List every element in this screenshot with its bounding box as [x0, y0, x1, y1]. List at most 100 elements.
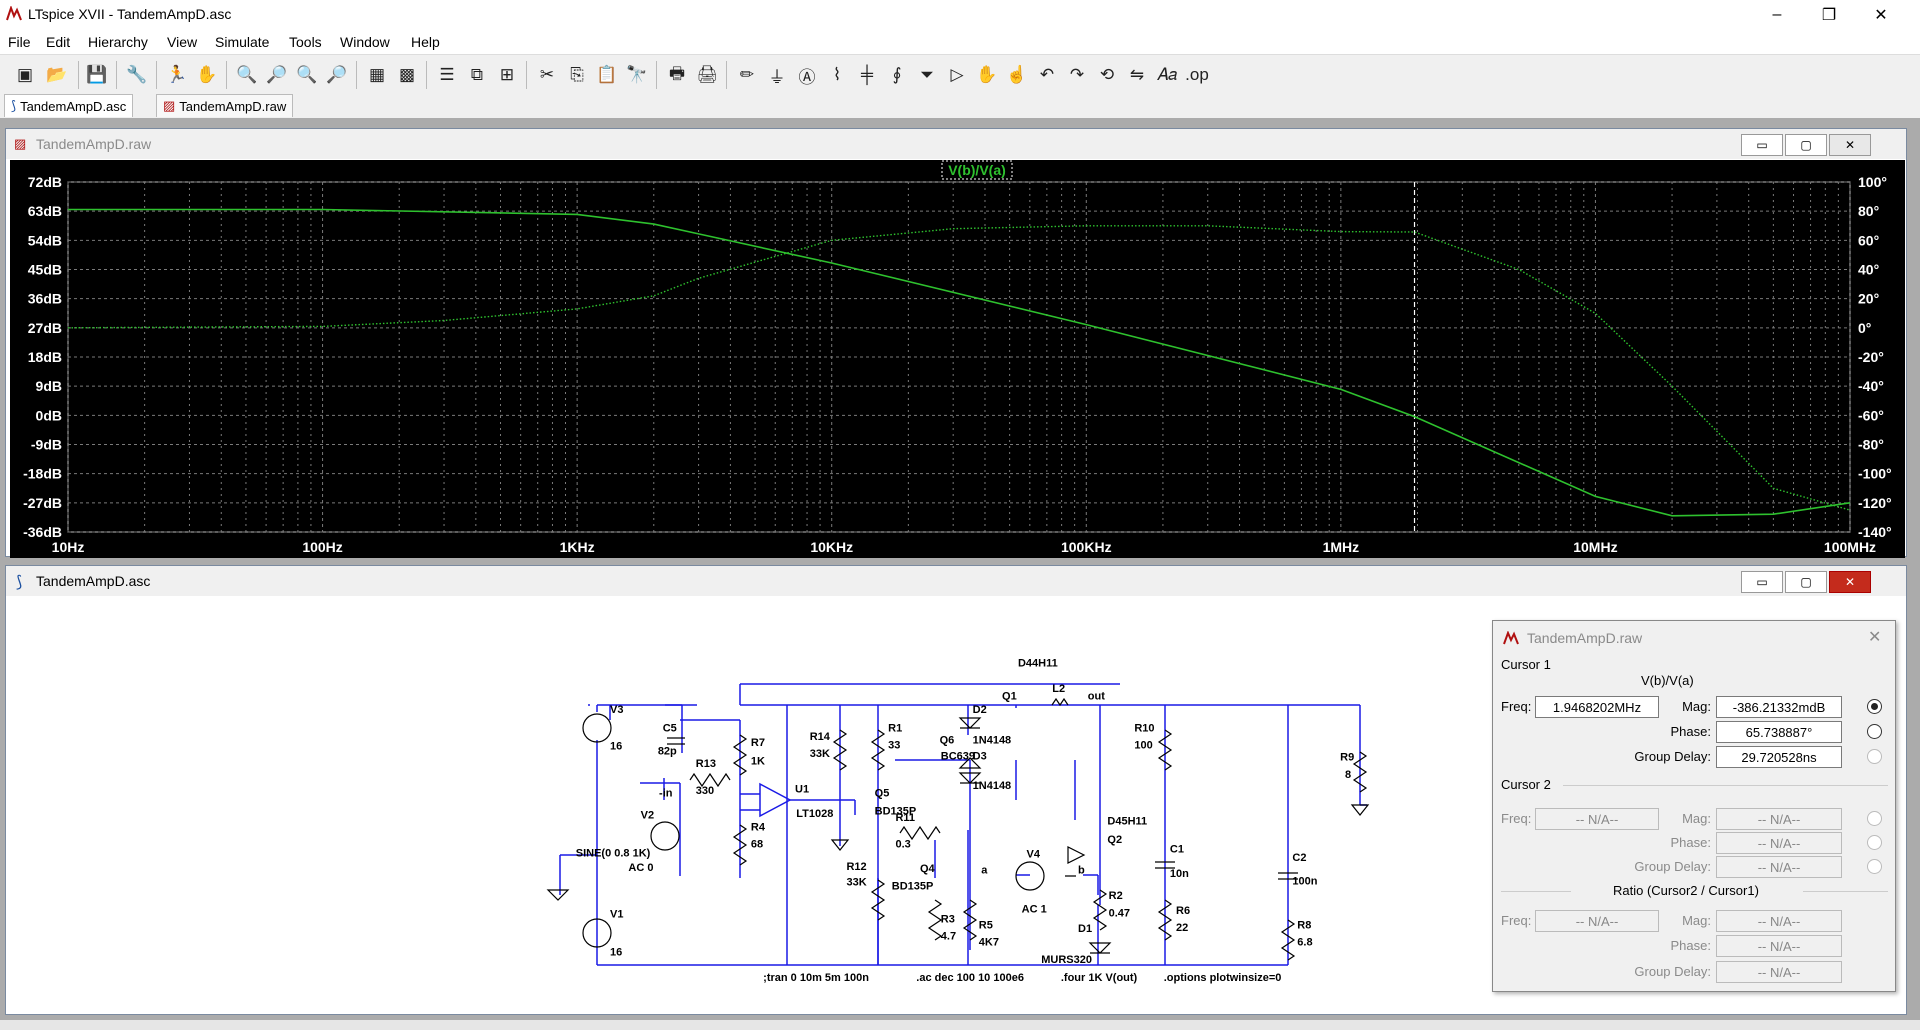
component-label[interactable]: 8 — [1345, 769, 1351, 781]
ratio-phase-field[interactable]: -- N/A-- — [1716, 935, 1842, 957]
component-label[interactable]: 68 — [751, 839, 763, 851]
menu-simulate[interactable]: Simulate — [215, 34, 270, 50]
component-label[interactable]: R1 — [888, 722, 902, 734]
cut-icon[interactable]: ✂ — [539, 65, 555, 84]
cursor1-mag-field[interactable]: -386.21332mdB — [1716, 696, 1842, 718]
component-label[interactable]: AC 1 — [1022, 904, 1047, 916]
component-label[interactable]: 0.47 — [1109, 907, 1130, 919]
inductor-icon[interactable]: ∮ — [892, 65, 902, 84]
menu-help[interactable]: Help — [411, 34, 440, 50]
component-label[interactable]: out — [1088, 690, 1105, 702]
tab-waveform[interactable]: ▨ TandemAmpD.raw — [156, 94, 294, 117]
component-label[interactable]: b — [1078, 864, 1085, 876]
component-label[interactable]: L2 — [1052, 683, 1065, 695]
capacitor-icon[interactable]: ╪ — [860, 65, 874, 84]
ratio-gd-field[interactable]: -- N/A-- — [1716, 961, 1842, 983]
text-icon[interactable]: 𝐴𝑎 — [1156, 65, 1178, 84]
menu-file[interactable]: File — [8, 34, 31, 50]
component-label[interactable]: BD135P — [892, 880, 934, 892]
component-label[interactable]: 1N4148 — [973, 735, 1012, 747]
component-label[interactable]: 16 — [610, 947, 622, 959]
menu-view[interactable]: View — [167, 34, 198, 50]
diode-icon[interactable]: ⏷ — [920, 65, 934, 84]
component-label[interactable]: D45H11 — [1107, 815, 1147, 827]
component-label[interactable]: a — [981, 864, 988, 876]
component-label[interactable]: 100 — [1134, 739, 1152, 751]
copy-icon[interactable]: ⎘ — [570, 65, 584, 84]
drag-icon[interactable]: ☝ — [1006, 65, 1028, 84]
move-icon[interactable]: ✋ — [976, 65, 998, 84]
component-label[interactable]: 33K — [810, 748, 830, 760]
component-label[interactable]: Q5 — [875, 787, 890, 799]
component-label[interactable]: D3 — [973, 751, 987, 763]
menu-window[interactable]: Window — [340, 34, 390, 50]
component-label[interactable]: D1 — [1078, 923, 1092, 935]
component-label[interactable]: Q6 — [940, 735, 955, 747]
component-label[interactable]: R3 — [941, 913, 955, 925]
cursor1-gd-radio[interactable] — [1867, 749, 1882, 764]
zoom-in-icon[interactable]: 🔍 — [236, 65, 258, 84]
component-label[interactable]: 10n — [1170, 868, 1189, 880]
cursor2-gd-field[interactable]: -- N/A-- — [1716, 856, 1842, 878]
cursor-dialog-close-button[interactable]: ✕ — [1868, 629, 1882, 646]
grid-icon[interactable]: ▩ — [398, 65, 416, 84]
autorange-icon[interactable]: ▦ — [368, 65, 386, 84]
cursor2-mag-field[interactable]: -- N/A-- — [1716, 808, 1842, 830]
minimize-button[interactable]: – — [1772, 6, 1782, 23]
component-label[interactable]: 1N4148 — [973, 780, 1012, 792]
cascade-icon[interactable]: ⧉ — [470, 65, 484, 84]
redo-icon[interactable]: ↷ — [1069, 65, 1085, 84]
component-label[interactable]: R7 — [751, 737, 765, 749]
cursor2-phase-radio[interactable] — [1867, 835, 1882, 850]
rotate-icon[interactable]: ⟲ — [1099, 65, 1115, 84]
spice-directive[interactable]: .ac dec 100 10 100e6 — [916, 972, 1024, 984]
component-label[interactable]: C2 — [1292, 852, 1306, 864]
component-label[interactable]: 6.8 — [1297, 937, 1312, 949]
component-label[interactable]: R14 — [810, 731, 831, 743]
cursor2-freq-field[interactable]: -- N/A-- — [1535, 808, 1659, 830]
component-label[interactable]: 100n — [1292, 875, 1317, 887]
component-icon[interactable]: ▷ — [950, 65, 964, 84]
pan-icon[interactable]: 🔎 — [266, 65, 288, 84]
cursor1-gd-field[interactable]: 29.720528ns — [1716, 746, 1842, 768]
component-label[interactable]: R9 — [1340, 752, 1354, 764]
control-panel-icon[interactable]: 🔧 — [126, 65, 148, 84]
save-icon[interactable]: 💾 — [86, 65, 108, 84]
menu-tools[interactable]: Tools — [289, 34, 322, 50]
component-label[interactable]: R12 — [846, 861, 866, 873]
find-icon[interactable]: 🔭 — [626, 65, 648, 84]
undo-icon[interactable]: ↶ — [1039, 65, 1055, 84]
component-label[interactable]: U1 — [795, 784, 809, 796]
resistor-icon[interactable]: ⌇ — [832, 65, 842, 84]
cursor1-freq-field[interactable]: 1.9468202MHz — [1535, 696, 1659, 718]
component-label[interactable]: 22 — [1176, 922, 1188, 934]
cursor2-gd-radio[interactable] — [1867, 859, 1882, 874]
zoom-out-icon[interactable]: 🔍 — [296, 65, 318, 84]
cursor2-mag-radio[interactable] — [1867, 811, 1882, 826]
component-label[interactable]: C5 — [663, 722, 677, 734]
component-label[interactable]: Q4 — [920, 863, 936, 875]
cursor1-phase-field[interactable]: 65.738887° — [1716, 721, 1842, 743]
component-label[interactable]: 33K — [846, 877, 866, 889]
component-label[interactable]: R5 — [979, 920, 993, 932]
waveform-minimize-button[interactable]: ▭ — [1741, 134, 1783, 156]
menu-hierarchy[interactable]: Hierarchy — [88, 34, 148, 50]
halt-icon[interactable]: ✋ — [196, 65, 218, 84]
mirror-icon[interactable]: ⇋ — [1129, 65, 1145, 84]
component-label[interactable]: Q2 — [1107, 834, 1122, 846]
schematic-maximize-button[interactable]: ▢ — [1785, 571, 1827, 593]
component-label[interactable]: V1 — [610, 909, 623, 921]
component-label[interactable]: BC639 — [941, 751, 975, 763]
component-label[interactable]: R13 — [696, 758, 716, 770]
component-label[interactable]: R10 — [1134, 722, 1154, 734]
new-schematic-icon[interactable]: ▣ — [16, 65, 34, 84]
wire-icon[interactable]: ✏ — [739, 65, 755, 84]
component-label[interactable]: 4.7 — [941, 931, 956, 943]
cursor1-phase-radio[interactable] — [1867, 724, 1882, 739]
component-label[interactable]: R8 — [1297, 920, 1311, 932]
open-folder-icon[interactable]: 📂 — [46, 65, 68, 84]
component-label[interactable]: AC 0 — [628, 862, 653, 874]
component-label[interactable]: C1 — [1170, 844, 1184, 856]
